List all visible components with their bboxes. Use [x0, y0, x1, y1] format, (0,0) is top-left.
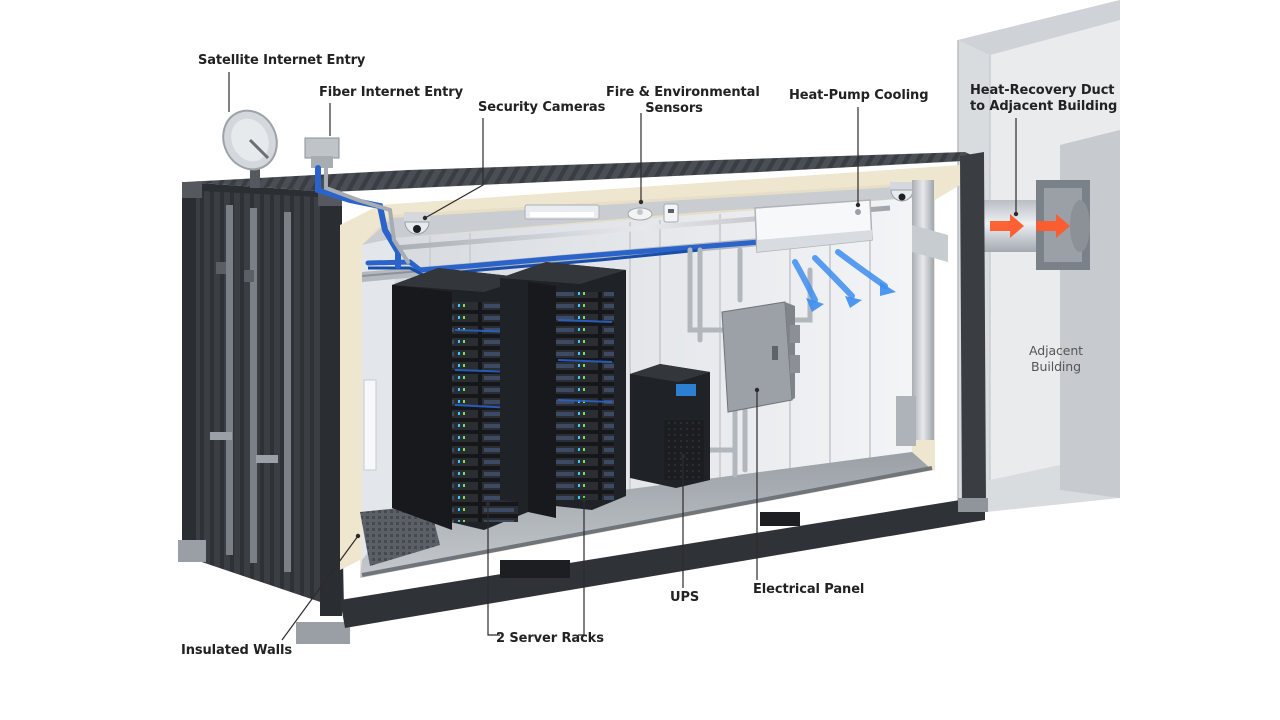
- label-satellite-internet-entry: Satellite Internet Entry: [198, 53, 366, 68]
- label-fire-environmental-sensors: Fire & Environmental Sensors: [606, 85, 760, 117]
- return-duct: [896, 180, 948, 446]
- ceiling-light: [524, 204, 600, 220]
- server-rack-2: [500, 262, 626, 518]
- environment-sensor: [663, 203, 679, 223]
- label-adjacent-building: Adjacent Building: [1020, 343, 1092, 375]
- label-server-racks: 2 Server Racks: [496, 631, 604, 646]
- label-security-cameras: Security Cameras: [478, 100, 606, 115]
- shipping-container: [178, 152, 988, 644]
- label-duct-line2: to Adjacent Building: [970, 99, 1118, 114]
- security-camera-left: [404, 212, 430, 235]
- electrical-conduits: [687, 247, 813, 478]
- label-building-line2: Building: [1031, 359, 1081, 374]
- label-fiber-internet-entry: Fiber Internet Entry: [319, 85, 463, 100]
- label-ups: UPS: [670, 590, 700, 605]
- heat-pump-unit: [754, 199, 873, 253]
- label-electrical-panel: Electrical Panel: [753, 582, 865, 597]
- smoke-detector: [627, 207, 653, 221]
- fiber-entry: [304, 137, 410, 269]
- label-sensors-line1: Fire & Environmental: [606, 85, 760, 100]
- leader-lines: [228, 72, 1017, 641]
- label-insulated-walls: Insulated Walls: [181, 643, 292, 658]
- satellite-dish: [222, 109, 278, 188]
- electrical-panel: [721, 301, 800, 413]
- label-building-line1: Adjacent: [1029, 343, 1083, 358]
- label-sensors-line2: Sensors: [645, 101, 703, 116]
- label-heat-pump-cooling: Heat-Pump Cooling: [789, 88, 929, 103]
- label-heat-recovery-duct: Heat-Recovery Duct to Adjacent Building: [970, 83, 1117, 115]
- leader-dots: [355, 199, 1019, 539]
- ups-unit: [630, 364, 710, 488]
- heat-recovery-duct: [978, 180, 1090, 270]
- label-duct-line1: Heat-Recovery Duct: [970, 83, 1115, 98]
